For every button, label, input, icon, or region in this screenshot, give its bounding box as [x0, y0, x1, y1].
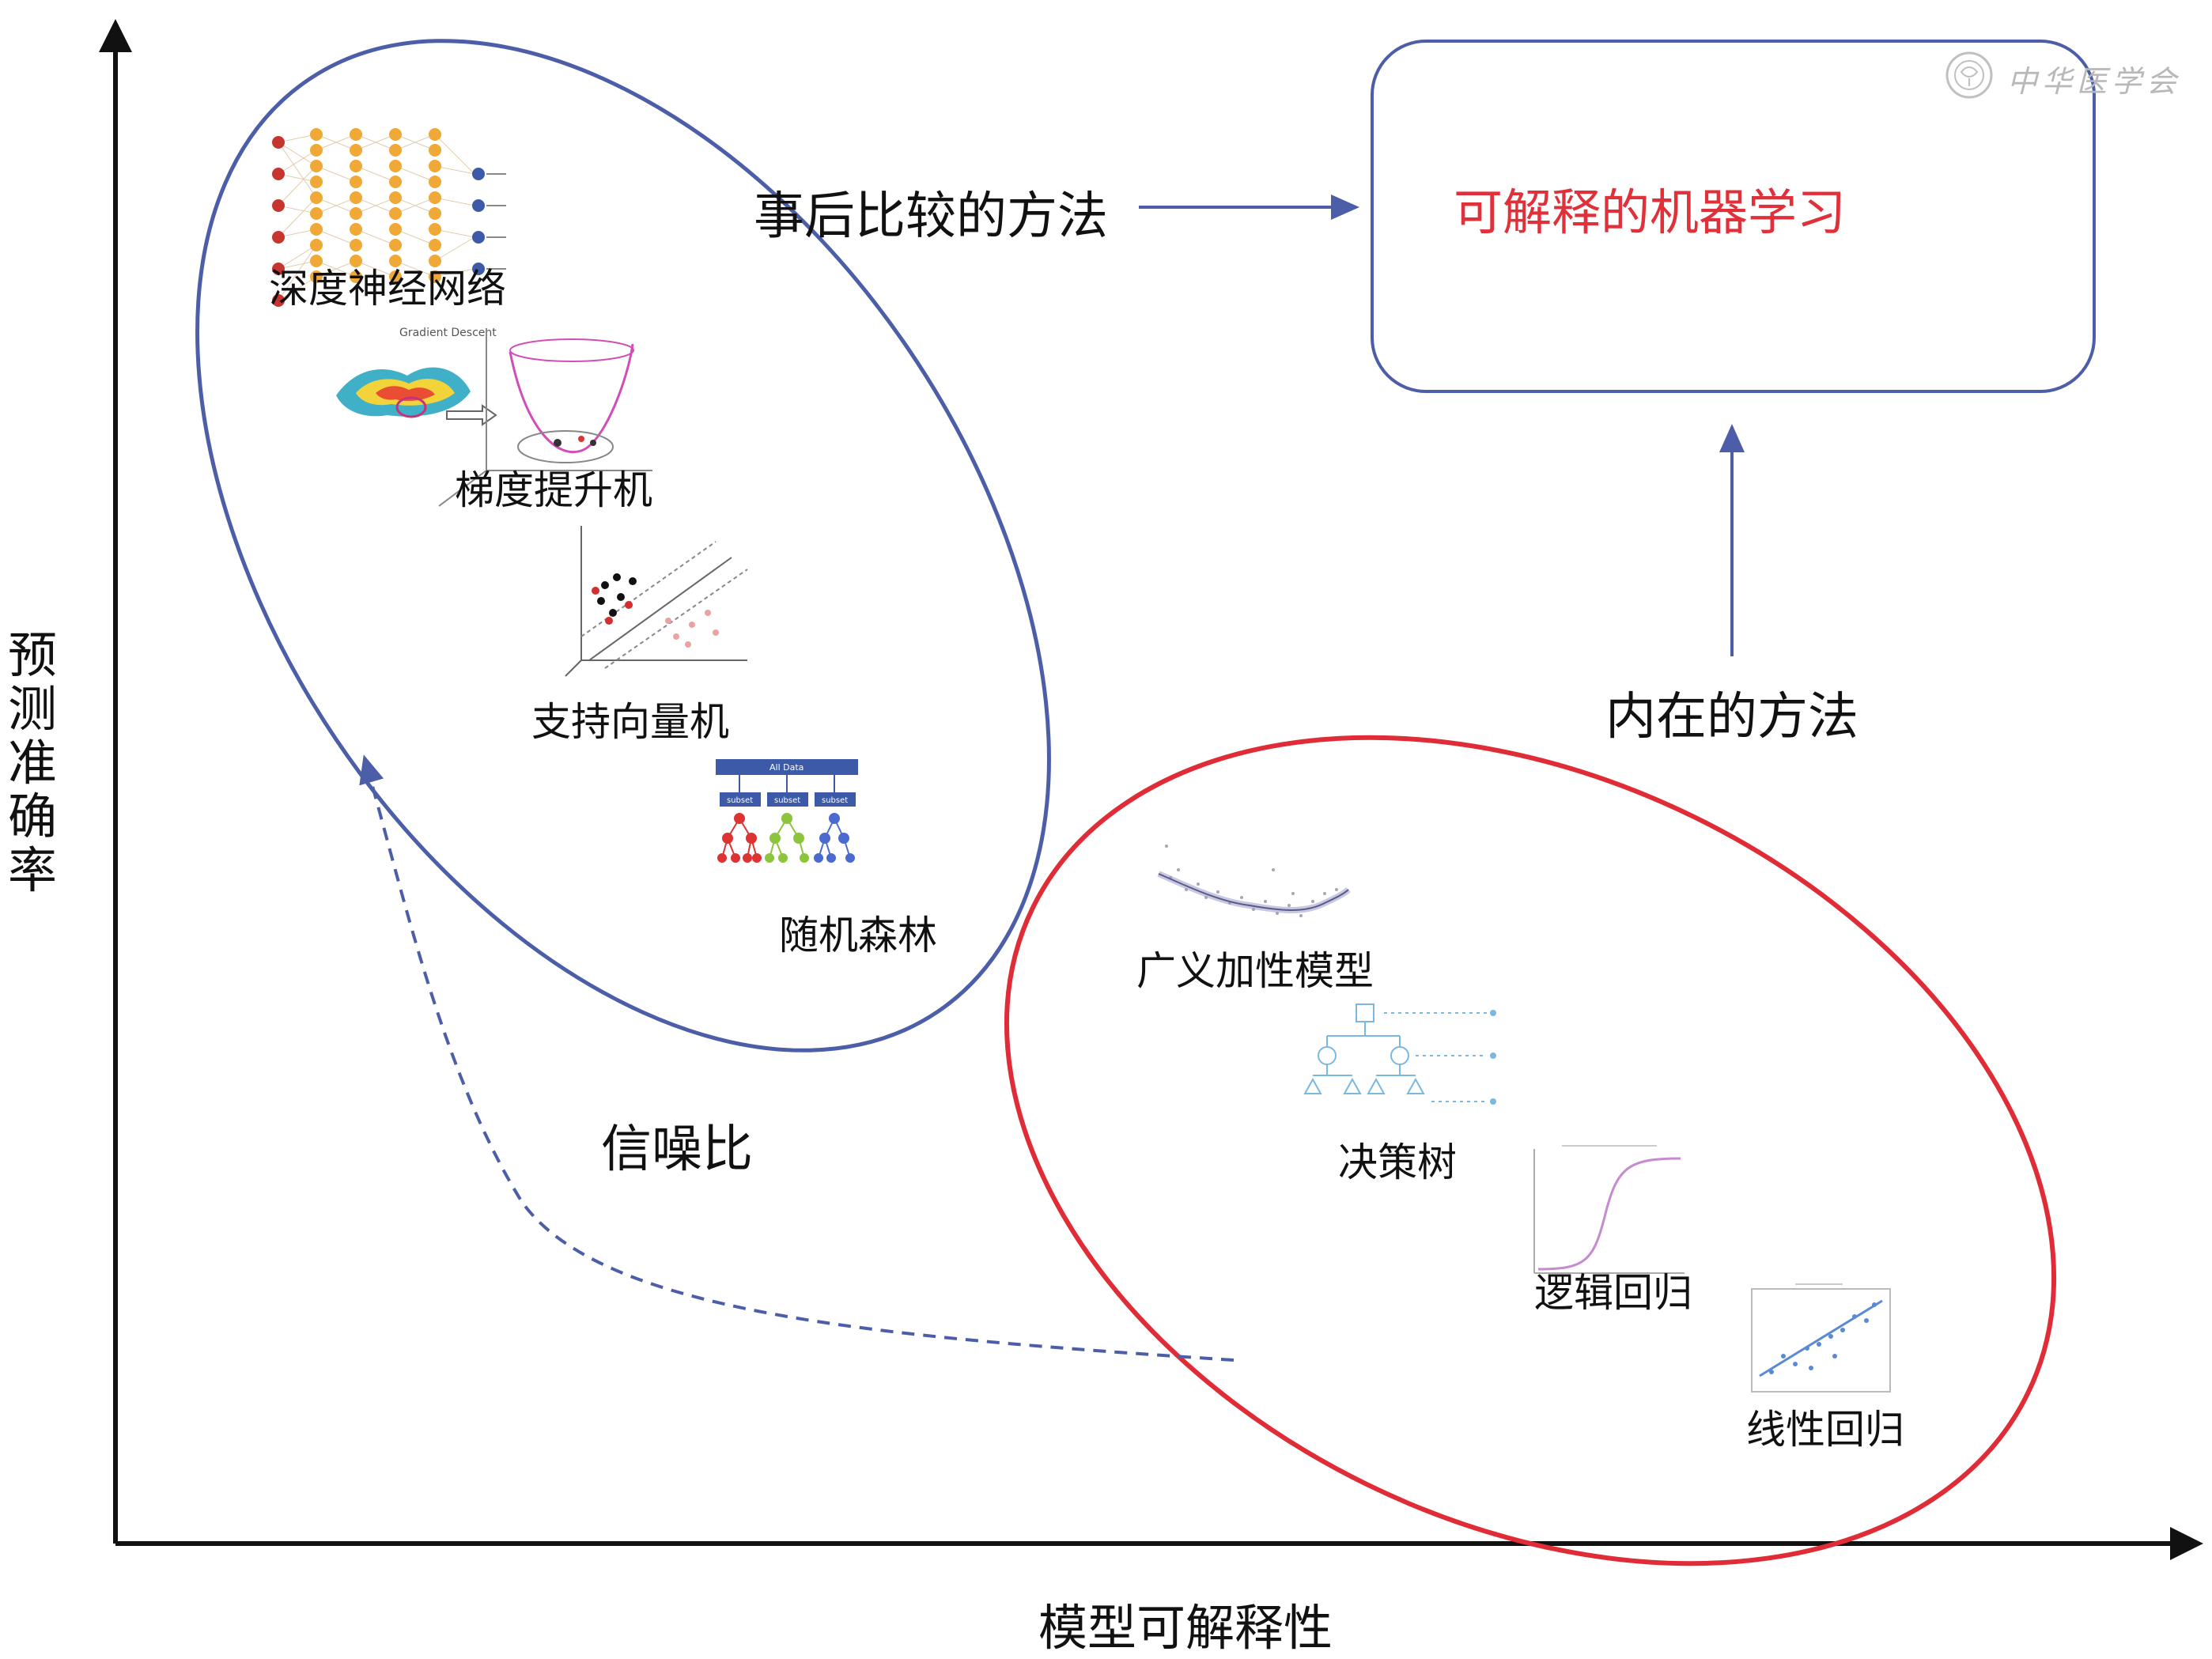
rf-subset-label-1: subset: [727, 796, 753, 805]
decision-tree-icon: [1303, 1003, 1496, 1105]
gam-curve-icon: [1157, 845, 1351, 917]
rf-subset-label-2: subset: [774, 796, 800, 805]
method-label-dnn: 深度神经网络: [269, 266, 506, 312]
method-label-gbm: 梯度提升机: [455, 467, 652, 513]
interpretable-models-ellipse: [1004, 735, 2057, 1566]
x-axis-label: 模型可解释性: [1038, 1599, 1333, 1657]
method-label-svm: 支持向量机: [531, 699, 729, 745]
intrinsic-label: 内在的方法: [1605, 688, 1858, 746]
watermark-text: 中华医学会: [2007, 64, 2182, 99]
society-seal-icon: [1945, 51, 1993, 99]
gradient-descent-icon: Gradient Descent: [336, 327, 652, 507]
rf-subset-label-3: subset: [822, 796, 848, 805]
method-label-dt: 决策树: [1338, 1139, 1457, 1185]
svm-scatter-icon: [565, 526, 748, 677]
method-label-logreg: 逻辑回归: [1534, 1270, 1692, 1316]
method-label-rf: 随机森林: [779, 913, 937, 958]
signal-noise-dashed-arrow: [359, 754, 1235, 1362]
y-axis-label: 预测准确率: [7, 626, 57, 899]
black-box-models-ellipse: [195, 39, 1051, 1052]
interpretable-ml-title: 可解释的机器学习: [1454, 183, 1847, 241]
method-label-linreg: 线性回归: [1746, 1407, 1904, 1453]
post-hoc-label: 事后比较的方法: [754, 187, 1108, 246]
rf-root-label: All Data: [769, 762, 804, 773]
sigmoid-curve-icon: [1533, 1145, 1685, 1274]
interpretable-ml-box: [1371, 40, 2096, 393]
signal-noise-label: 信噪比: [601, 1120, 753, 1179]
method-label-gam: 广义加性模型: [1136, 948, 1374, 994]
neural-network-icon: [272, 128, 506, 307]
gradient-descent-caption: Gradient Descent: [399, 327, 497, 339]
linear-regression-icon: [1751, 1283, 1891, 1393]
random-forest-icon: All Data subset subset subset: [716, 759, 858, 863]
